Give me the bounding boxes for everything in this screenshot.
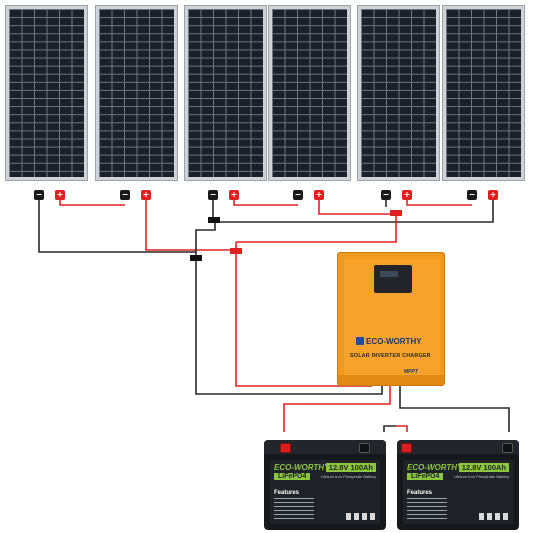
solar-cells xyxy=(99,9,174,177)
positive-terminal-icon: + xyxy=(141,190,151,200)
certification-marks-icon xyxy=(479,513,509,520)
battery-feature-list xyxy=(274,498,314,520)
solar-panel xyxy=(95,5,178,181)
battery-rating: 12.8V 100Ah xyxy=(325,463,376,472)
series-wire xyxy=(233,200,298,206)
battery-feature-list xyxy=(407,498,447,520)
branch-connector-icon xyxy=(208,217,220,223)
solar-cells xyxy=(446,9,521,177)
negative-terminal-icon: − xyxy=(208,190,218,200)
brand-logo-icon xyxy=(356,337,364,345)
battery-rating: 12.8V 100Ah xyxy=(458,463,509,472)
inverter-front: ECO-WORTHY SOLAR INVERTER CHARGER MPPT xyxy=(344,259,440,381)
battery-features-title: Features xyxy=(407,490,433,496)
solar-cells xyxy=(361,9,436,177)
solar-panel xyxy=(184,5,267,181)
series-wire xyxy=(406,200,472,206)
battery-type: Lithium Iron Phosphate Battery xyxy=(321,474,376,479)
battery-chemistry: LiFePO4 xyxy=(407,473,444,480)
solar-panel xyxy=(5,5,88,181)
negative-terminal-icon: − xyxy=(381,190,391,200)
positive-wire xyxy=(145,200,236,251)
negative-wire xyxy=(38,200,196,253)
solar-cells xyxy=(188,9,263,177)
battery-brand: ECO-WORTHY xyxy=(274,463,330,472)
branch-connector-icon xyxy=(390,210,402,216)
branch-connector-icon xyxy=(230,248,242,254)
positive-wire xyxy=(318,200,396,215)
positive-terminal-icon: + xyxy=(55,190,65,200)
negative-wire xyxy=(195,222,216,258)
inverter-brand: ECO-WORTHY xyxy=(356,337,422,346)
battery-chemistry: LiFePO4 xyxy=(274,473,311,480)
negative-terminal-icon: − xyxy=(293,190,303,200)
positive-post-icon xyxy=(280,443,291,453)
battery-features-title: Features xyxy=(274,490,300,496)
branch-connector-icon xyxy=(190,255,202,261)
battery-top xyxy=(397,440,519,454)
certification-marks-icon xyxy=(346,513,376,520)
battery-type: Lithium Iron Phosphate Battery xyxy=(454,474,509,479)
series-wire xyxy=(59,200,125,206)
battery-link-wire xyxy=(396,425,408,432)
negative-post-icon xyxy=(502,443,513,453)
positive-terminal-icon: + xyxy=(402,190,412,200)
negative-terminal-icon: − xyxy=(34,190,44,200)
positive-post-icon xyxy=(401,443,412,453)
battery-negative-wire xyxy=(399,386,510,432)
inverter-subtitle: SOLAR INVERTER CHARGER xyxy=(350,353,431,359)
lcd-screen xyxy=(380,271,398,277)
battery: ECO-WORTHY LiFePO4 12.8V 100Ah Lithium I… xyxy=(397,440,519,530)
solar-cells xyxy=(272,9,347,177)
inverter-brand-text: ECO-WORTHY xyxy=(366,337,422,346)
inverter-base xyxy=(338,375,444,385)
battery-label: ECO-WORTHY LiFePO4 12.8V 100Ah Lithium I… xyxy=(403,460,513,524)
mppt-badge: MPPT xyxy=(404,369,418,375)
positive-terminal-icon: + xyxy=(488,190,498,200)
battery: ECO-WORTHY LiFePO4 12.8V 100Ah Lithium I… xyxy=(264,440,386,530)
battery-positive-wire xyxy=(283,386,391,432)
inverter-display xyxy=(374,265,412,293)
negative-post-icon xyxy=(359,443,370,453)
positive-terminal-icon: + xyxy=(314,190,324,200)
positive-terminal-icon: + xyxy=(229,190,239,200)
inverter-charger: ECO-WORTHY SOLAR INVERTER CHARGER MPPT xyxy=(337,252,445,386)
solar-panel xyxy=(268,5,351,181)
solar-panel xyxy=(357,5,440,181)
battery-top xyxy=(264,440,386,454)
pv-negative-wire xyxy=(195,258,383,395)
solar-panel xyxy=(442,5,525,181)
positive-wire xyxy=(236,214,397,243)
negative-terminal-icon: − xyxy=(120,190,130,200)
battery-brand: ECO-WORTHY xyxy=(407,463,463,472)
pv-positive-wire xyxy=(235,254,372,387)
negative-terminal-icon: − xyxy=(467,190,477,200)
battery-label: ECO-WORTHY LiFePO4 12.8V 100Ah Lithium I… xyxy=(270,460,380,524)
battery-link-wire xyxy=(383,425,396,432)
negative-wire xyxy=(215,200,494,223)
solar-cells xyxy=(9,9,84,177)
